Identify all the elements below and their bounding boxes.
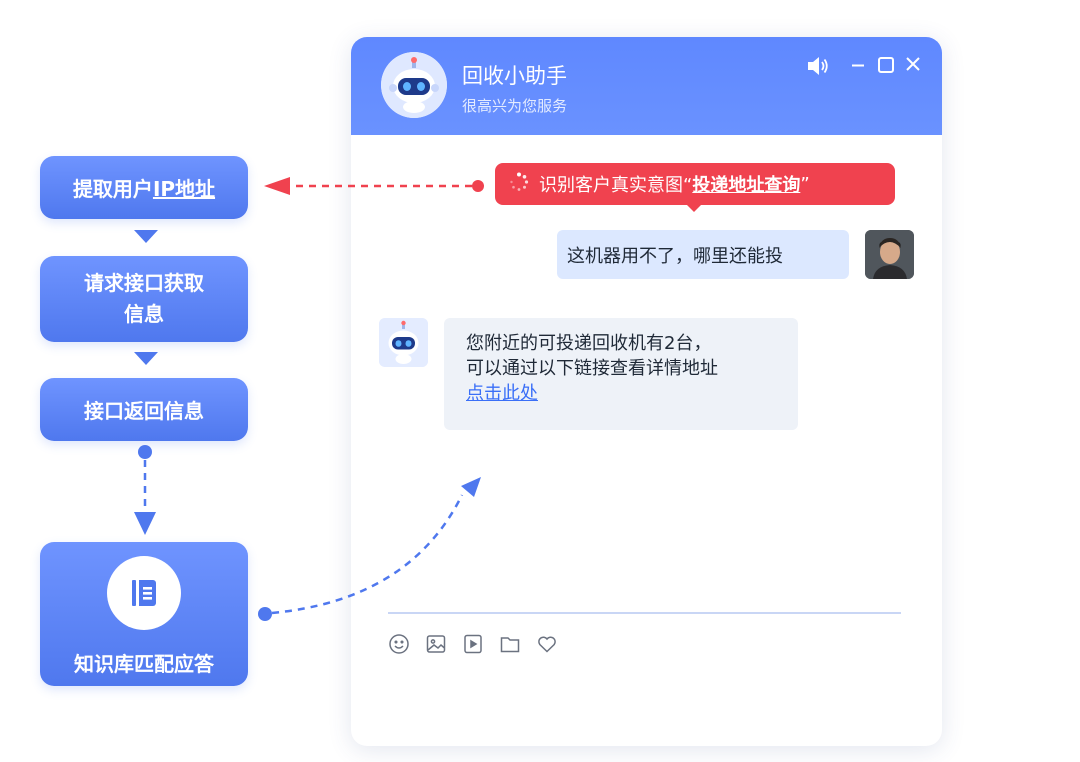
flow-step-extract-ip-highlight: IP地址 bbox=[152, 177, 216, 201]
flow-step-request-api: 请求接口获取 信息 bbox=[40, 256, 248, 342]
bot-message-line2: 可以通过以下链接查看详情地址 bbox=[466, 358, 718, 379]
chat-subtitle: 很高兴为您服务 bbox=[462, 97, 568, 115]
video-icon[interactable] bbox=[462, 633, 484, 655]
user-message-text: 这机器用不了，哪里还能投 bbox=[567, 245, 783, 267]
minimize-icon[interactable] bbox=[851, 55, 865, 78]
kb-to-reply-connector bbox=[258, 477, 481, 621]
user-avatar bbox=[865, 230, 914, 279]
flow-step-api-return: 接口返回信息 bbox=[40, 378, 248, 441]
intent-prefix: 识别客户真实意图“ bbox=[539, 175, 693, 196]
close-icon[interactable] bbox=[904, 55, 922, 78]
bot-message-line1: 您附近的可投递回收机有2台， bbox=[466, 333, 712, 354]
flow-step-api-return-label: 接口返回信息 bbox=[84, 399, 204, 423]
folder-icon[interactable] bbox=[499, 633, 521, 655]
intent-banner: 识别客户真实意图“投递地址查询” bbox=[495, 163, 895, 205]
bot-avatar-small bbox=[379, 318, 428, 367]
bot-message: 您附近的可投递回收机有2台， 可以通过以下链接查看详情地址 点击此处 bbox=[444, 318, 798, 430]
intent-banner-tail bbox=[685, 203, 703, 212]
flow-step-request-api-line1: 请求接口获取 bbox=[84, 271, 204, 295]
user-message: 这机器用不了，哪里还能投 bbox=[557, 230, 849, 279]
emoji-icon[interactable] bbox=[388, 633, 410, 655]
intent-highlight: 投递地址查询 bbox=[692, 175, 801, 196]
speaker-icon[interactable] bbox=[806, 55, 830, 80]
flow-step-knowledge-base: 知识库匹配应答 bbox=[40, 542, 248, 686]
flow-step-extract-ip-prefix: 提取用户 bbox=[72, 177, 153, 201]
flow-step-request-api-line2: 信息 bbox=[124, 302, 164, 326]
return-to-kb-connector bbox=[134, 445, 156, 535]
book-icon bbox=[107, 555, 181, 630]
chat-header: 回收小助手 很高兴为您服务 bbox=[351, 37, 942, 135]
flow-arrow-1 bbox=[134, 230, 158, 243]
flow-step-knowledge-base-label: 知识库匹配应答 bbox=[74, 651, 214, 676]
heart-icon[interactable] bbox=[536, 633, 558, 655]
chat-window: 回收小助手 很高兴为您服务 bbox=[351, 37, 942, 746]
intent-suffix: ” bbox=[800, 173, 810, 195]
image-icon[interactable] bbox=[425, 633, 447, 655]
bot-avatar bbox=[381, 52, 447, 118]
intent-to-extract-connector bbox=[264, 177, 484, 195]
input-divider bbox=[388, 612, 901, 614]
maximize-icon[interactable] bbox=[877, 55, 895, 78]
flow-arrow-2 bbox=[134, 352, 158, 365]
bot-message-link[interactable]: 点击此处 bbox=[466, 383, 538, 404]
chat-title: 回收小助手 bbox=[462, 64, 567, 88]
loading-icon bbox=[509, 172, 529, 197]
input-toolbar bbox=[388, 633, 558, 655]
